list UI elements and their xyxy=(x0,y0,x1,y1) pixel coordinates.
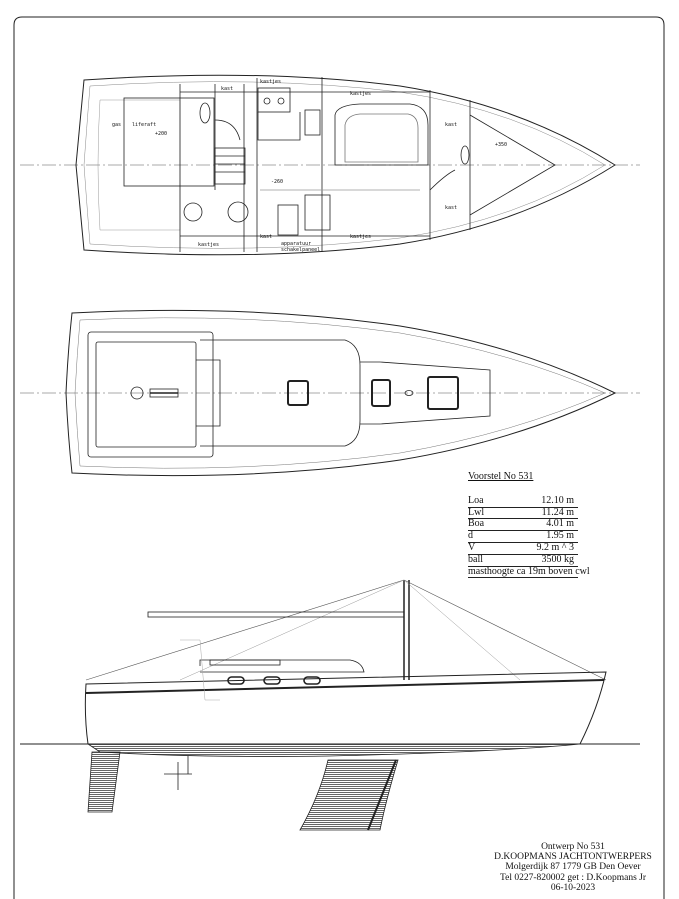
label-level-aft: +200 xyxy=(155,131,167,137)
label-level-fore: +350 xyxy=(495,142,507,148)
title-block: Ontwerp No 531 D.KOOPMANS JACHTONTWERPER… xyxy=(478,842,668,893)
label-kastjes-bottom-mid: kastjes xyxy=(350,234,371,240)
label-gas: gas xyxy=(112,122,121,128)
label-kast-fore-top: kast xyxy=(445,122,457,128)
label-kastjes-bottom-left: kastjes xyxy=(198,242,219,248)
label-kastjes-top-mid: kastjes xyxy=(350,91,371,97)
side-profile xyxy=(20,579,640,831)
spec-mast-height: masthoogte ca 19m boven cwl xyxy=(468,565,590,579)
firm-contact: Tel 0227-820002 get : D.Koopmans Jr xyxy=(499,872,647,883)
plan-labels: kast kastjes kastjes kast gas liferaft +… xyxy=(112,79,507,253)
rudder xyxy=(87,751,121,813)
drawing-date: 06-10-2023 xyxy=(550,882,596,893)
label-kast-fore-bottom: kast xyxy=(445,205,457,211)
forestay xyxy=(403,579,607,681)
design-number: Ontwerp No 531 xyxy=(541,842,605,852)
sheet-frame xyxy=(13,16,665,899)
spec-title: Voorstel No 531 xyxy=(468,471,534,482)
label-liferaft: liferaft xyxy=(132,122,156,128)
boom xyxy=(147,611,405,618)
firm-address: Molgerdijk 87 1779 GB Den Oever xyxy=(505,862,641,873)
label-kast-top: kast xyxy=(221,86,233,92)
label-kastjes-top-left: kastjes xyxy=(260,79,281,85)
deck-plan xyxy=(20,309,640,477)
label-kast-bottom: kast xyxy=(260,234,272,240)
label-level-mid: -260 xyxy=(271,179,283,185)
keel xyxy=(299,759,399,831)
firm-name: D.KOOPMANS JACHTONTWERPERS xyxy=(494,852,652,863)
label-schakelpaneel: schakelpaneel xyxy=(281,247,320,253)
plan-hull-outline xyxy=(75,74,616,256)
backstay xyxy=(85,579,405,681)
deck-hull-outline xyxy=(65,309,617,477)
accommodation-plan xyxy=(20,74,640,256)
label-apparatuur: apparatuur xyxy=(281,241,311,247)
